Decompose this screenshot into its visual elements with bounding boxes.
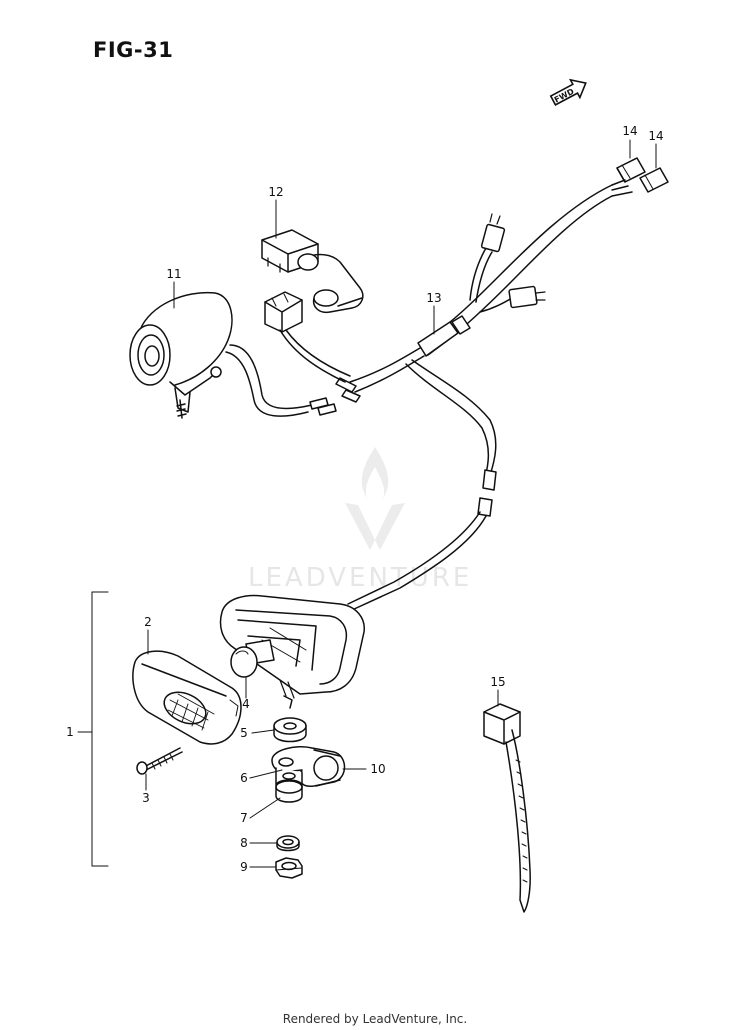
leadventure-watermark-icon	[345, 447, 405, 550]
part-7-washer	[275, 779, 303, 803]
callout-11: 11	[166, 267, 182, 281]
callout-13: 13	[426, 291, 442, 305]
callout-14a: 14	[622, 124, 638, 138]
part-9-nut	[275, 857, 303, 879]
callout-10: 10	[370, 762, 386, 776]
part-2-lens	[132, 650, 242, 745]
callout-7: 7	[240, 811, 248, 825]
callout-2: 2	[144, 615, 152, 629]
callout-6: 6	[240, 771, 248, 785]
part-11-lamp	[129, 291, 337, 419]
figure-title: FIG-31	[93, 38, 174, 62]
part-14-connector-a	[616, 157, 646, 183]
callout-4: 4	[242, 697, 250, 711]
callout-5: 5	[240, 726, 248, 740]
part-15-cable-tie	[483, 703, 531, 913]
part-4-bulb	[230, 639, 275, 678]
fwd-arrow-icon: FWD	[549, 78, 587, 106]
leader-lines	[77, 139, 657, 868]
part-3-screw	[136, 747, 183, 775]
part-8-washer	[276, 835, 300, 852]
footer-credit: Rendered by LeadVenture, Inc.	[282, 1012, 468, 1026]
part-13-wire-harness	[335, 179, 633, 611]
rear-lamp-housing	[219, 594, 365, 709]
callout-8: 8	[240, 836, 248, 850]
callout-9: 9	[240, 860, 248, 874]
part-14-connector-b	[639, 167, 669, 193]
callout-14b: 14	[648, 129, 664, 143]
callout-15: 15	[490, 675, 506, 689]
callout-3: 3	[142, 791, 150, 805]
callout-1: 1	[66, 725, 74, 739]
callout-12: 12	[268, 185, 284, 199]
part-12-relay	[261, 229, 364, 383]
part-5-grommet	[273, 717, 307, 743]
